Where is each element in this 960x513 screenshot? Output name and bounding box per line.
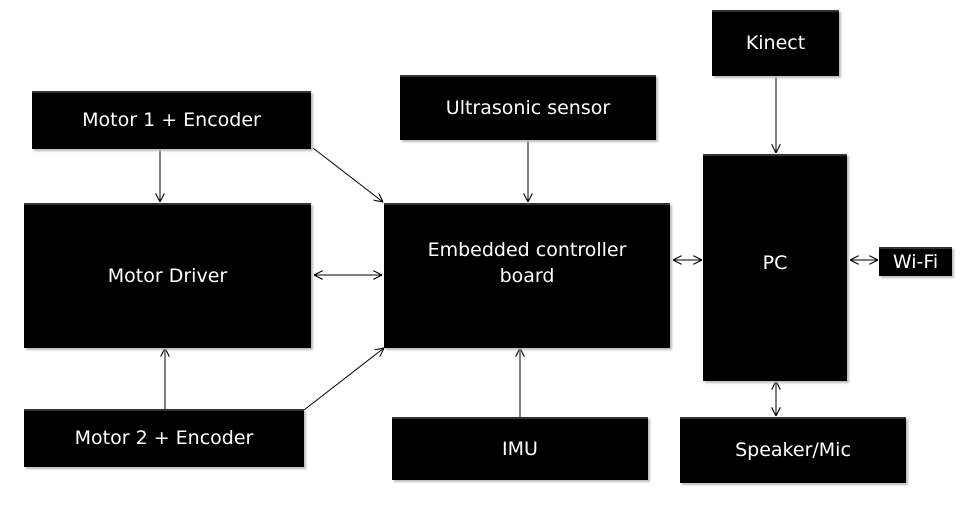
- block-kinect: Kinect: [712, 10, 839, 76]
- block-label: Wi-Fi: [892, 250, 939, 273]
- block-motor2-encoder: Motor 2 + Encoder: [24, 409, 304, 467]
- block-label: Speaker/Mic: [735, 439, 851, 462]
- block-motor-driver: Motor Driver: [24, 203, 311, 348]
- block-label: Kinect: [745, 32, 806, 55]
- block-imu: IMU: [392, 417, 648, 480]
- block-motor1-encoder: Motor 1 + Encoder: [32, 91, 311, 149]
- arrow-motor2-to-embedded: [303, 348, 384, 411]
- block-label: PC: [762, 251, 788, 274]
- block-speaker-mic: Speaker/Mic: [680, 417, 906, 483]
- block-pc: PC: [703, 154, 847, 381]
- block-wifi: Wi-Fi: [879, 247, 952, 276]
- block-label: IMU: [502, 437, 538, 460]
- block-ultrasonic-sensor: Ultrasonic sensor: [400, 75, 656, 140]
- block-label: Motor 2 + Encoder: [74, 427, 254, 450]
- arrow-motor1-to-embedded: [312, 147, 383, 202]
- block-label: Embedded controller board: [427, 239, 627, 287]
- block-embedded-controller: Embedded controller board: [384, 203, 670, 348]
- block-label: Ultrasonic sensor: [445, 96, 611, 119]
- block-label: Motor 1 + Encoder: [82, 109, 261, 132]
- block-label: Motor Driver: [107, 264, 228, 287]
